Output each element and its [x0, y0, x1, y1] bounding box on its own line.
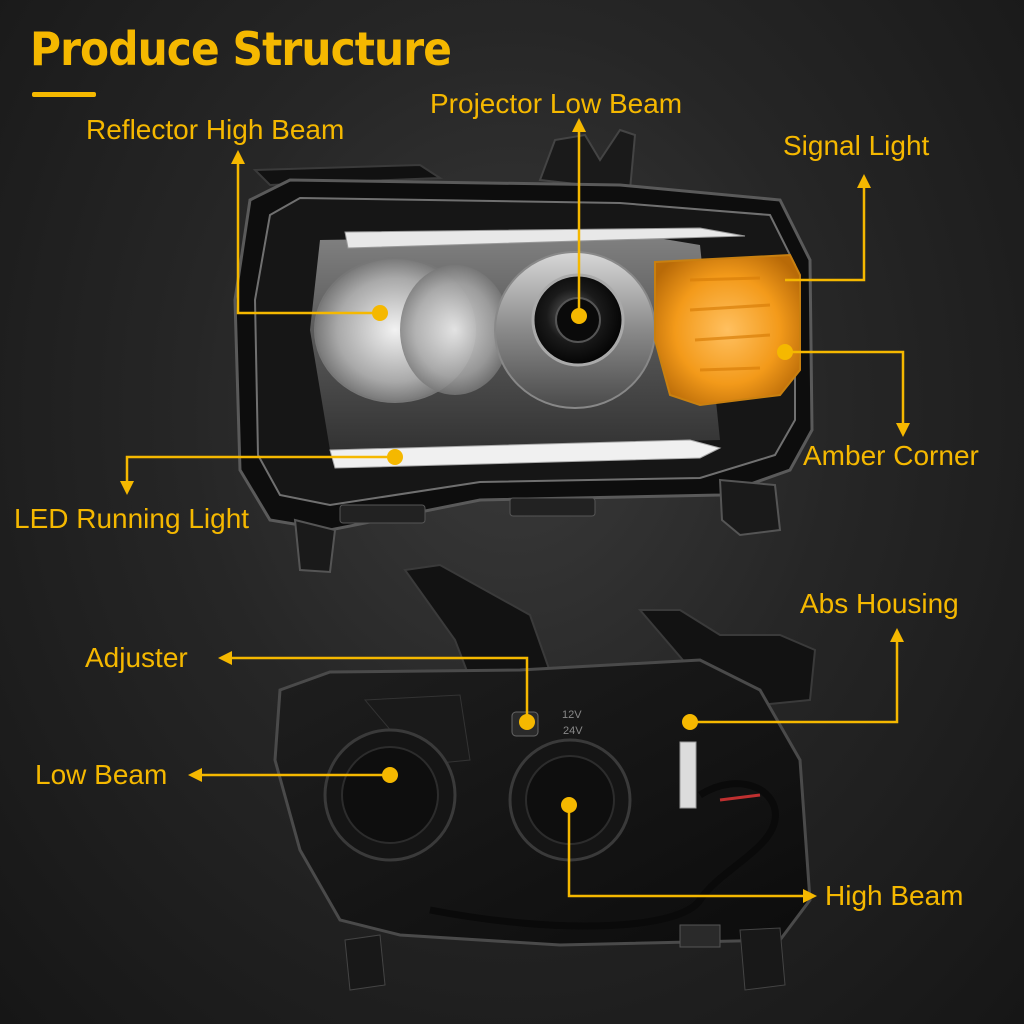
title-underline — [32, 92, 96, 97]
callout-led-running-light — [125, 455, 395, 485]
callout-adjuster — [232, 656, 529, 722]
rear-housing: 12V 24V — [273, 563, 817, 991]
front-headlight — [233, 128, 814, 574]
callout-signal-light — [785, 186, 866, 282]
callout-high-beam — [567, 805, 805, 898]
callout-reflector-high-beam — [236, 160, 380, 315]
label-amber-corner: Amber Corner — [803, 440, 979, 471]
callout-lines — [125, 128, 905, 898]
callout-amber-corner — [782, 350, 905, 425]
label-projector-low-beam: Projector Low Beam — [430, 88, 683, 119]
label-abs-housing: Abs Housing — [800, 588, 959, 619]
callout-dots — [372, 305, 793, 813]
label-high-beam: High Beam — [825, 880, 964, 911]
label-reflector-high-beam: Reflector High Beam — [86, 114, 345, 145]
label-low-beam: Low Beam — [35, 759, 168, 790]
voltage-24-text: 24V — [563, 725, 583, 737]
voltage-12-text: 12V — [562, 709, 582, 721]
callout-arrows — [120, 118, 910, 903]
label-signal-light: Signal Light — [783, 130, 930, 161]
label-led-running-light: LED Running Light — [14, 503, 250, 534]
page-title: Produce Structure — [30, 22, 452, 76]
label-adjuster: Adjuster — [85, 642, 188, 673]
callout-abs-housing — [690, 640, 899, 724]
